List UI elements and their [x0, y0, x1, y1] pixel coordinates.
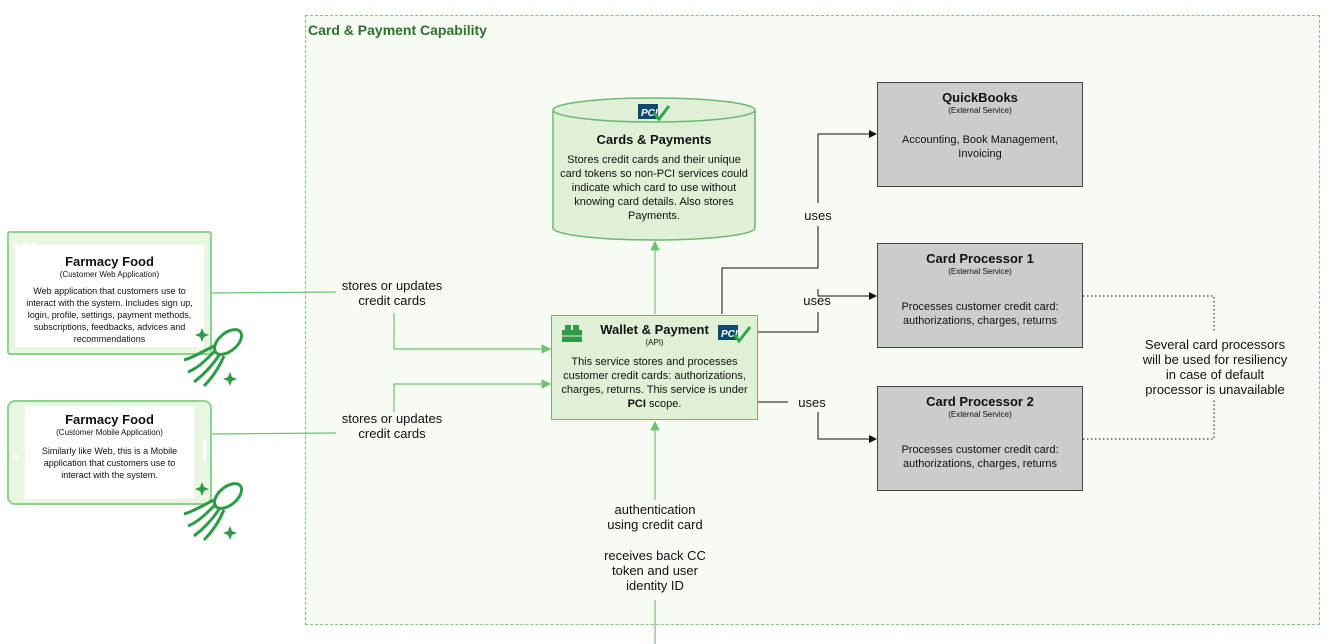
cp1-subtitle: (External Service) [948, 267, 1012, 276]
note-link-cp1 [1083, 295, 1215, 332]
edge-label-authentication: authentication using credit card [598, 502, 712, 532]
wallet-payment-api[interactable]: PCI Wallet & Payment (API) This service … [551, 315, 758, 420]
svg-text:PCI: PCI [721, 329, 738, 340]
edge-api-to-cp2 [758, 401, 876, 439]
quickbooks-subtitle: (External Service) [948, 106, 1012, 115]
edge-label-api-to-quickbooks: uses [804, 208, 832, 223]
mobile-app-subtitle: (Customer Mobile Application) [56, 428, 163, 437]
card-processor-2[interactable]: Card Processor 2 (External Service) Proc… [877, 386, 1083, 491]
pci-badge-icon: PCI [718, 324, 752, 349]
api-description: This service stores and processes custom… [561, 356, 748, 410]
resiliency-note: Several card processors will be used for… [1142, 337, 1288, 397]
edge-web-to-api [211, 291, 550, 349]
edge-label-mobile-to-api: stores or updates credit cards [341, 411, 443, 441]
mobile-app-title: Farmacy Food [65, 412, 154, 427]
web-app-description: Web application that customers use to in… [26, 286, 193, 344]
db-title: Cards & Payments [596, 132, 712, 147]
pci-badge-icon: PCI [638, 104, 671, 122]
cp1-title: Card Processor 1 [926, 251, 1034, 266]
cp2-title: Card Processor 2 [926, 394, 1034, 409]
card-processor-1[interactable]: Card Processor 1 (External Service) Proc… [877, 243, 1083, 348]
farmacy-food-logo-icon [180, 474, 250, 549]
quickbooks-description: Accounting, Book Management, Invoicing [902, 134, 1058, 160]
svg-text:PCI: PCI [641, 108, 658, 119]
api-subtitle: (API) [645, 338, 664, 347]
boundary-title: Card & Payment Capability [308, 22, 487, 38]
api-title: Wallet & Payment [600, 322, 709, 337]
edge-mobile-to-api [211, 384, 550, 435]
phone-speaker-icon [203, 440, 208, 469]
edge-label-api-to-cp1: uses [803, 293, 831, 308]
edge-api-to-cp1 [758, 289, 876, 333]
web-app-subtitle: (Customer Web Application) [59, 270, 160, 279]
phone-button-icon [12, 448, 20, 466]
mobile-application[interactable]: Farmacy Food (Customer Mobile Applicatio… [7, 400, 212, 505]
cards-payments-db-shape [552, 97, 756, 241]
web-application[interactable]: Farmacy Food (Customer Web Application) … [7, 231, 212, 355]
mobile-app-description: Similarly like Web, this is a Mobile app… [41, 446, 178, 480]
component-blocks-icon [560, 322, 584, 349]
cp1-description: Processes customer credit card: authoriz… [901, 301, 1059, 327]
capability-boundary [305, 15, 1320, 625]
edge-label-receives-back: receives back CC token and user identity… [598, 548, 712, 593]
edge-api-to-quickbooks [721, 134, 876, 314]
web-app-title: Farmacy Food [65, 254, 154, 269]
cp2-subtitle: (External Service) [948, 410, 1012, 419]
note-link-cp2 [1083, 400, 1215, 440]
quickbooks-title: QuickBooks [942, 90, 1018, 105]
farmacy-food-logo-icon [180, 320, 250, 395]
cp2-description: Processes customer credit card: authoriz… [901, 444, 1059, 470]
cards-payments-db[interactable]: PCI Cards & Payments Stores credit cards… [556, 104, 752, 223]
edge-label-web-to-api: stores or updates credit cards [341, 278, 443, 308]
edge-label-api-to-cp2: uses [798, 395, 826, 410]
db-description: Stores credit cards and their unique car… [560, 154, 748, 222]
quickbooks-service[interactable]: QuickBooks (External Service) Accounting… [877, 82, 1083, 187]
